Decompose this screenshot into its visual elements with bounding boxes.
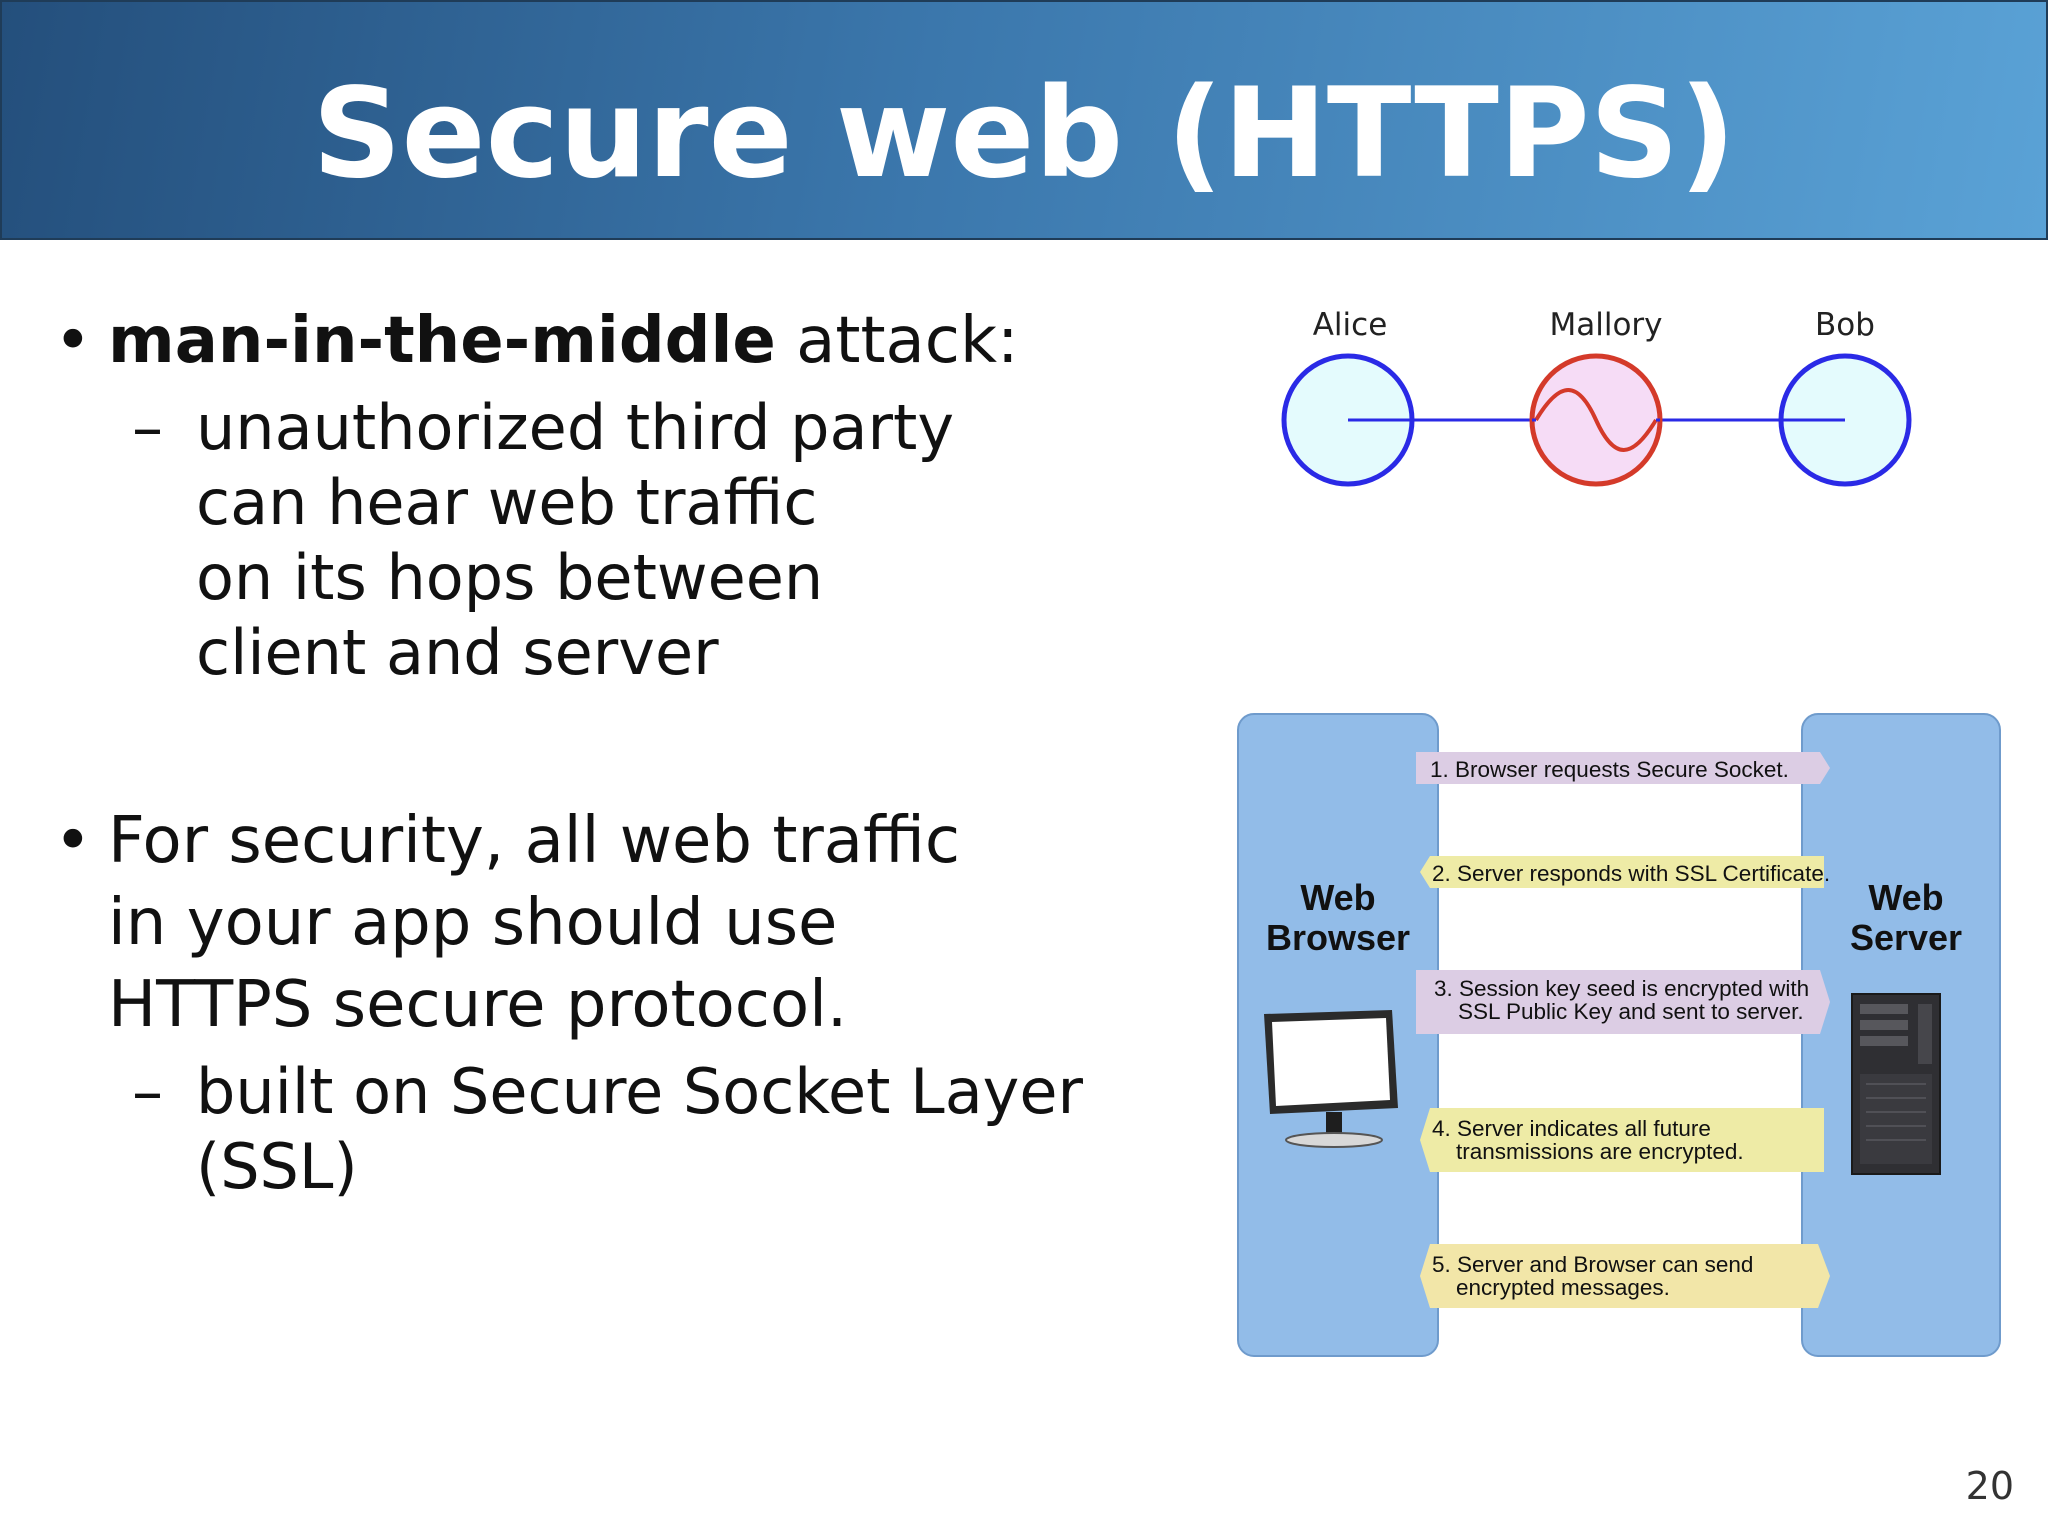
step-text: encrypted messages. (1456, 1275, 1670, 1300)
sub-line: unauthorized third party (196, 391, 955, 464)
step-text: 3. Session key seed is encrypted with (1434, 976, 1809, 1001)
mallory-label: Mallory (1549, 307, 1662, 343)
browser-label-line2: Browser (1266, 917, 1410, 958)
step-arrow: 1. Browser requests Secure Socket. (1416, 752, 1830, 784)
sub-line: client and server (196, 616, 719, 689)
server-label-line1: Web (1868, 877, 1943, 918)
sub-line: built on Secure Socket Layer (SSL) (196, 1055, 1084, 1203)
browser-label-line1: Web (1300, 877, 1375, 918)
bob-label: Bob (1815, 307, 1875, 343)
step-text: transmissions are encrypted. (1456, 1139, 1744, 1164)
bullet-list: • man-in-the-middle attack: – unauthoriz… (50, 300, 1210, 1204)
mitm-diagram: Alice Mallory Bob (1281, 307, 1912, 487)
step-arrow: 2. Server responds with SSL Certificate. (1420, 856, 1830, 888)
bullet-mitm: • man-in-the-middle attack: (50, 300, 1210, 382)
bullet-dot-icon: • (54, 304, 92, 378)
server-label-line2: Server (1850, 917, 1962, 958)
sub-line: on its hops between (196, 541, 824, 614)
dash-icon: – (132, 391, 163, 464)
alice-label: Alice (1313, 307, 1388, 343)
title-bar: Secure web (HTTPS) (0, 0, 2048, 240)
dash-icon: – (132, 1055, 163, 1128)
bullet-mitm-text: attack: (775, 304, 1019, 378)
server-tower-icon (1851, 993, 1941, 1175)
step-text: 1. Browser requests Secure Socket. (1430, 757, 1789, 782)
bullet-mitm-bold: man-in-the-middle (108, 304, 776, 378)
step-arrow: 5. Server and Browser can send encrypted… (1420, 1244, 1830, 1308)
slide-title: Secure web (HTTPS) (312, 62, 1736, 206)
sub-line: can hear web traffic (196, 466, 818, 539)
ssl-handshake-diagram: Web Browser Web Server 1. B (1237, 713, 2001, 1357)
bullet-line: in your app should use (108, 886, 838, 960)
step-text: 4. Server indicates all future (1432, 1116, 1711, 1141)
bullet-line: HTTPS secure protocol. (108, 968, 848, 1042)
monitor-icon (1264, 1010, 1398, 1148)
step-text: SSL Public Key and sent to server. (1458, 999, 1804, 1024)
sub-bullet-ssl: – built on Secure Socket Layer (SSL) (50, 1054, 1210, 1204)
page-number: 20 (1965, 1464, 2014, 1508)
bullet-line: For security, all web traffic (108, 804, 961, 878)
intercept-wave-icon (1534, 388, 1658, 452)
sub-bullet-mitm: – unauthorized third party can hear web … (50, 390, 1210, 690)
step-arrow: 4. Server indicates all future transmiss… (1420, 1108, 1824, 1172)
step-text: 2. Server responds with SSL Certificate. (1432, 861, 1830, 886)
step-text: 5. Server and Browser can send (1432, 1252, 1753, 1277)
bullet-dot-icon: • (54, 804, 92, 878)
bullet-security: • For security, all web traffic in your … (50, 800, 1210, 1046)
step-arrow: 3. Session key seed is encrypted with SS… (1416, 970, 1830, 1034)
